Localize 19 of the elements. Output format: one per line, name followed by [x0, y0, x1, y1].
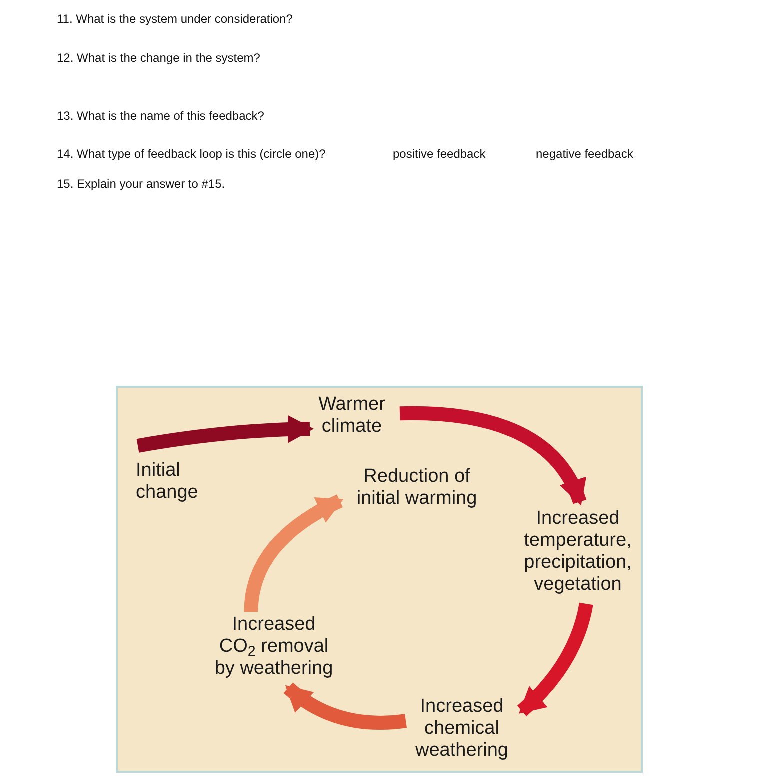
- node-text: Initial change: [136, 460, 216, 504]
- question-text: 12. What is the change in the system?: [57, 50, 260, 66]
- question-text: negative feedback: [536, 146, 634, 162]
- node-text: Reduction of initial warming: [344, 466, 490, 510]
- curved-arrow: [517, 602, 594, 716]
- question-text: 15. Explain your answer to #15.: [57, 176, 226, 192]
- question-text: 13. What is the name of this feedback?: [57, 108, 264, 124]
- question-text: positive feedback: [393, 146, 486, 162]
- curved-arrow: [284, 682, 407, 730]
- node-text: Increased CO$_{2}$ removal by weathering: [212, 614, 336, 680]
- node-text: Increased chemical weathering: [410, 696, 514, 762]
- question-text: 11. What is the system under consideration?: [57, 11, 293, 27]
- node-text: Warmer climate: [312, 394, 392, 438]
- diagram-panel: [116, 386, 643, 773]
- curved-arrow: [136, 415, 314, 453]
- node-text: Increased temperature, precipitation, vegetation: [514, 508, 642, 596]
- question-text: 14. What type of feedback loop is this (circle one)?: [57, 146, 326, 162]
- curved-arrow: [244, 494, 344, 612]
- curved-arrow: [400, 406, 586, 506]
